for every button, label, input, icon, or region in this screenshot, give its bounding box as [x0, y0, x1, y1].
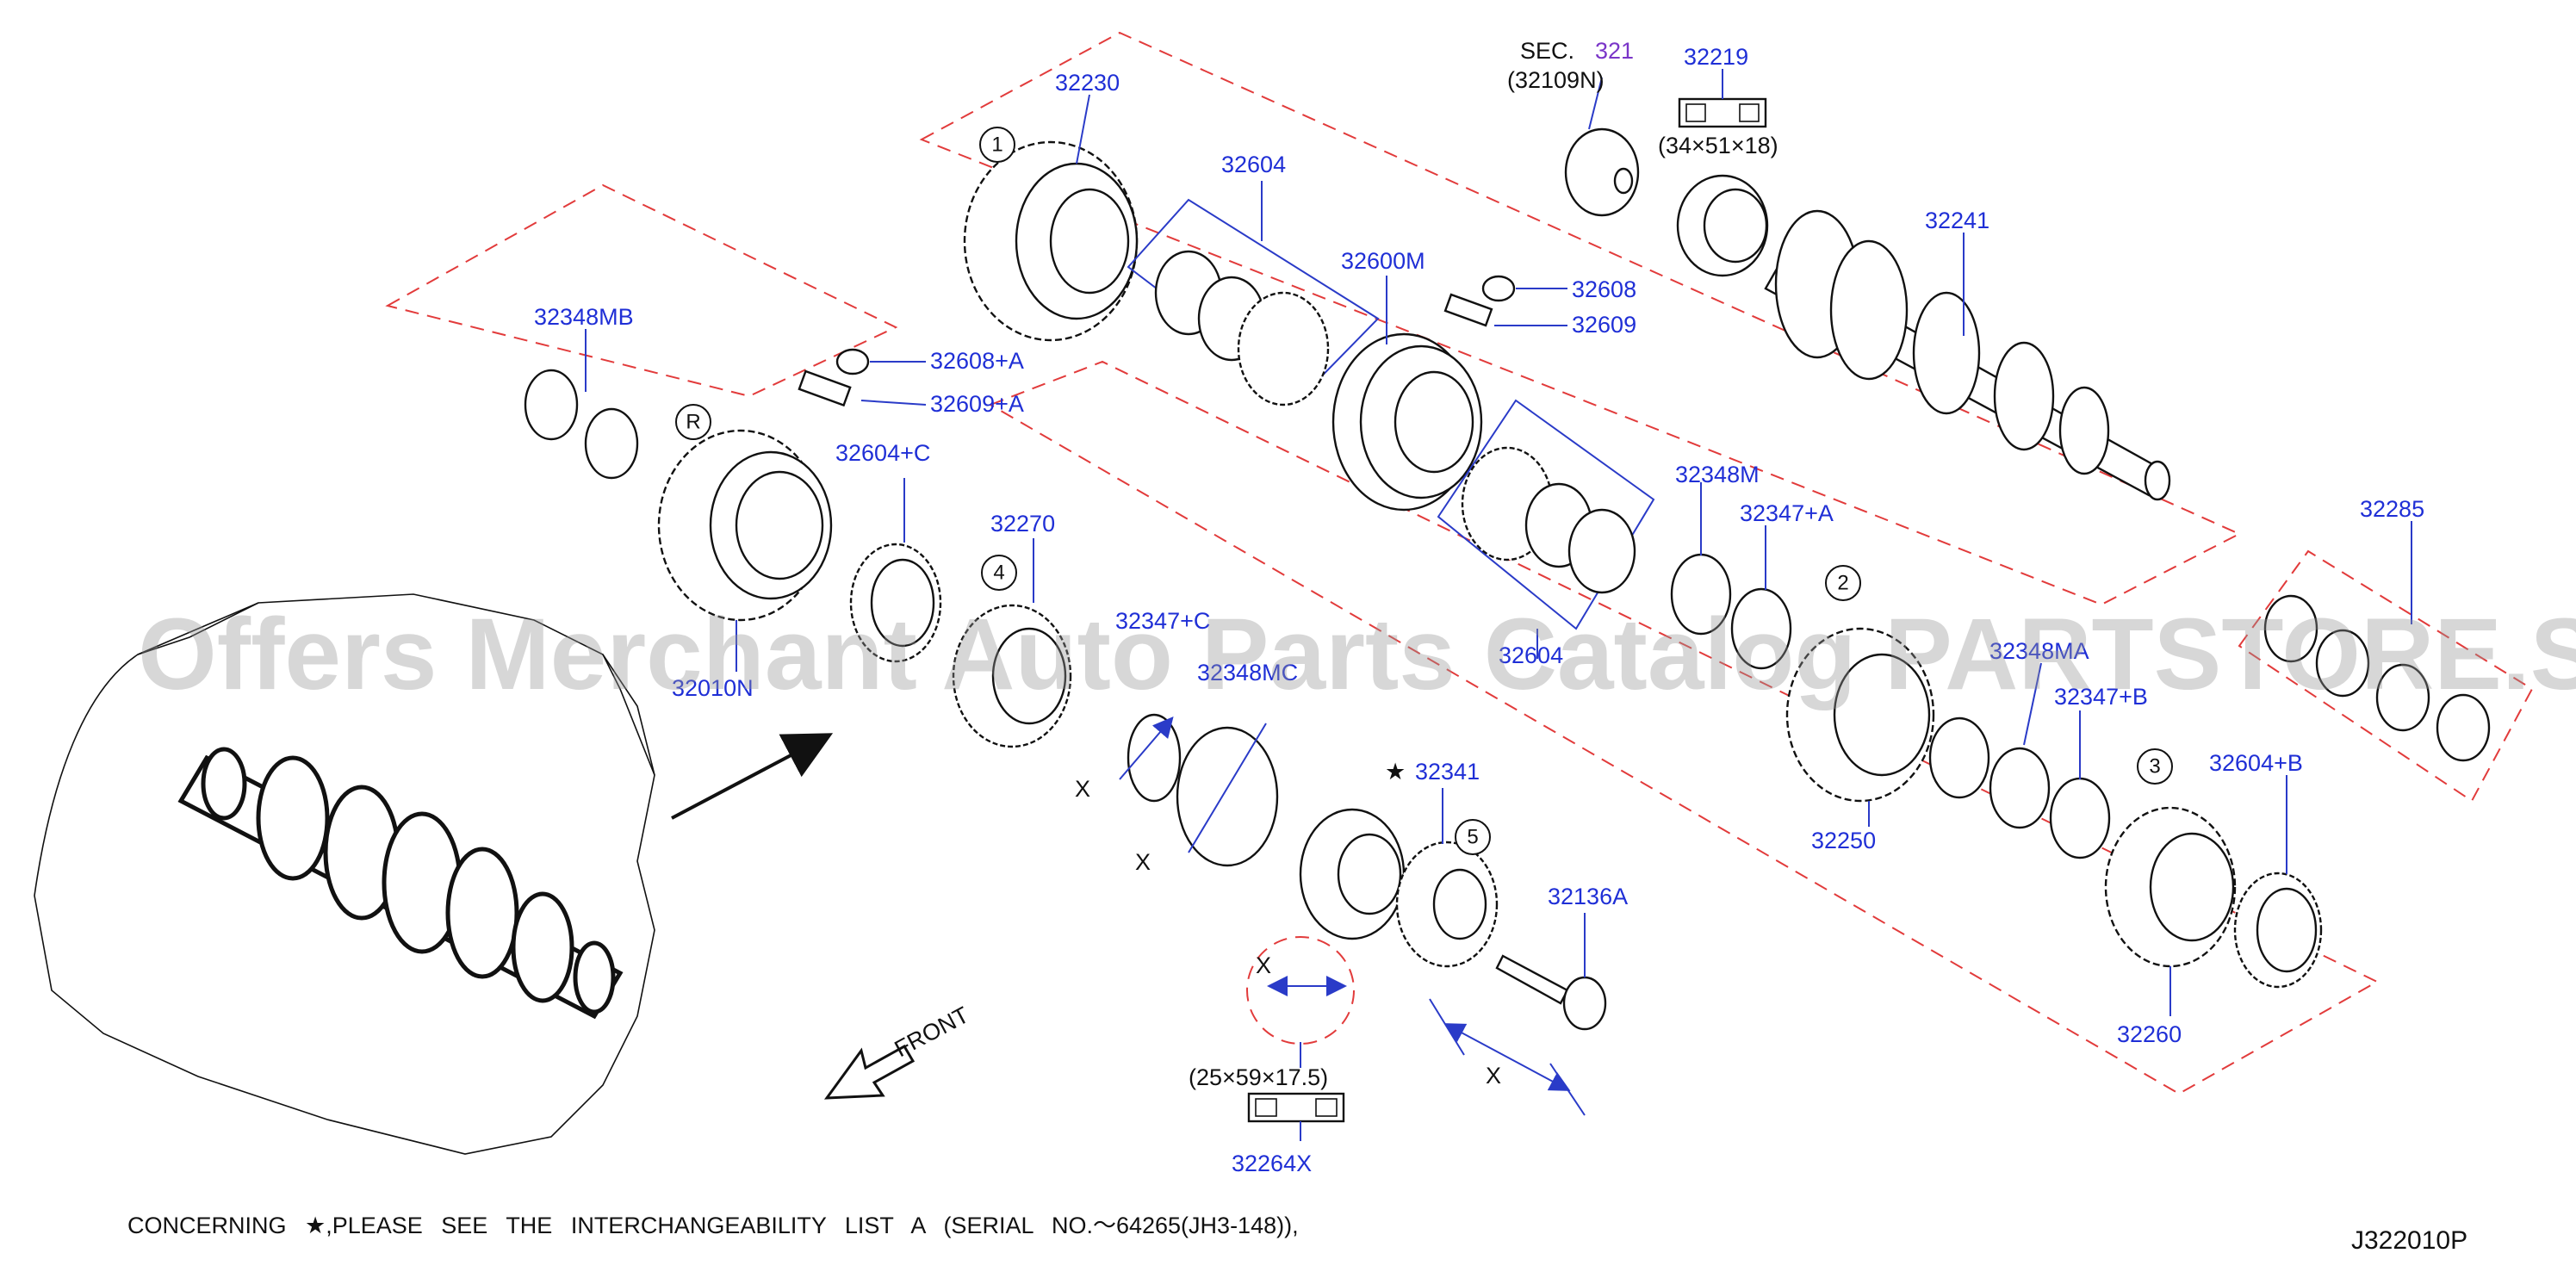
part-label-32219[interactable]: 32219 [1684, 44, 1748, 70]
part-label-32270[interactable]: 32270 [990, 511, 1055, 537]
bearing-32219 [1676, 97, 1769, 277]
transmission-housing-illustration [34, 593, 655, 1155]
part-label-32264X[interactable]: 32264X [1232, 1151, 1312, 1176]
sec-label: SEC. [1520, 38, 1574, 64]
mainshaft-32241 [1764, 209, 2171, 501]
svg-text:4: 4 [993, 561, 1004, 585]
part-label-32609[interactable]: 32609 [1572, 312, 1636, 338]
step-marker-1 [979, 127, 1015, 163]
synchro-ring-32604B [2233, 872, 2323, 989]
sec-sub-part: (32109N) [1507, 67, 1605, 93]
x-marker-2: X [1135, 849, 1151, 875]
x-marker-3: X [1256, 952, 1271, 978]
part-label-32604C[interactable]: 32604+C [835, 440, 930, 466]
snap-ring-32348MB [524, 369, 639, 480]
gear-32230 [963, 140, 1139, 342]
pointer-arrow [671, 733, 834, 820]
snap-ring-set-32285 [2263, 594, 2491, 762]
part-label-32348MC[interactable]: 32348MC [1197, 660, 1298, 686]
part-label-32341[interactable]: 32341 [1415, 759, 1480, 785]
part-label-32600M[interactable]: 32600M [1341, 248, 1425, 274]
part-labels: 32230 32604 32600M 32608 32609 32219 322… [534, 44, 2424, 1176]
part-label-32604-upper[interactable]: 32604 [1221, 152, 1286, 177]
svg-text:3: 3 [2149, 755, 2160, 779]
x-marker-1: X [1075, 776, 1090, 802]
group-outline-snaprings [2238, 549, 2534, 803]
spring-and-insert-32608-32609 [1443, 275, 1516, 327]
part-label-32241[interactable]: 32241 [1925, 208, 1989, 233]
part-label-32347A[interactable]: 32347+A [1740, 500, 1834, 526]
gear-32250 [1785, 627, 1935, 803]
dimension-32219: (34×51×18) [1658, 133, 1778, 158]
sec-number[interactable]: 321 [1595, 38, 1634, 64]
thrust-washer-32347B [2049, 777, 2111, 859]
group-outline-lower [988, 360, 2380, 1095]
gear-32270 [952, 604, 1072, 748]
bearing-32264X [1246, 808, 1406, 1123]
part-label-32608[interactable]: 32608 [1572, 276, 1636, 302]
svg-text:2: 2 [1837, 572, 1848, 595]
diagram-code: J322010P [2351, 1226, 2467, 1255]
part-label-32260[interactable]: 32260 [2117, 1021, 2182, 1047]
group-outline-reverse [385, 183, 898, 398]
part-label-32347C[interactable]: 32347+C [1115, 608, 1210, 634]
step-marker-3 [2137, 748, 2173, 785]
thrust-washer-32347A [1730, 587, 1792, 670]
sleeve-32600M [1331, 332, 1483, 512]
part-label-32347B[interactable]: 32347+B [2054, 684, 2148, 710]
part-label-32609A[interactable]: 32609+A [930, 391, 1024, 417]
shaft-assembly-silhouette [177, 747, 624, 1020]
gear-32260 [2104, 806, 2237, 968]
step-marker-2 [1825, 565, 1861, 601]
oil-seal-sec321 [1564, 127, 1640, 217]
part-label-32348MB[interactable]: 32348MB [534, 304, 634, 330]
synchro-ring-32604C [849, 543, 942, 663]
gear-32341 [1395, 841, 1499, 968]
bolt-32136A [1495, 954, 1607, 1031]
x-marker-4: X [1486, 1063, 1501, 1089]
svg-text:5: 5 [1467, 826, 1478, 849]
part-label-32136A[interactable]: 32136A [1548, 884, 1628, 909]
part-label-32348M[interactable]: 32348M [1675, 462, 1760, 487]
footnote: CONCERNING ★,PLEASE SEE THE INTERCHANGEA… [127, 1213, 1299, 1238]
reverse-gear-32010N [657, 429, 833, 622]
part-label-32250[interactable]: 32250 [1811, 828, 1876, 853]
part-label-32604B[interactable]: 32604+B [2209, 750, 2303, 776]
part-label-32348MA[interactable]: 32348MA [1989, 638, 2089, 664]
step-marker-r [675, 404, 711, 440]
front-indicator: FRONT [823, 1002, 973, 1100]
svg-text:R: R [686, 411, 700, 434]
dimension-32264X: (25×59×17.5) [1189, 1064, 1328, 1090]
part-label-32010N[interactable]: 32010N [672, 675, 754, 701]
dimension-x-markers [1119, 716, 1586, 1116]
part-label-32285[interactable]: 32285 [2360, 496, 2424, 522]
part-label-32230[interactable]: 32230 [1055, 70, 1120, 96]
star-marker-32341: ★ [1385, 759, 1406, 785]
thrust-washer-32347C [1127, 713, 1182, 803]
synchro-ring-set-32604-lower [1437, 399, 1655, 630]
leader-lines [585, 69, 2412, 1141]
svg-text:1: 1 [991, 133, 1002, 157]
step-marker-5 [1455, 819, 1491, 855]
spring-and-insert-32608A-32609A [798, 348, 870, 407]
watermark: Offers Merchant Auto Parts Catalog PARTS… [138, 598, 2576, 711]
part-label-32608A[interactable]: 32608+A [930, 348, 1024, 374]
step-marker-4 [981, 555, 1017, 591]
synchro-ring-set-32604 [1127, 198, 1380, 406]
part-label-32604-lower[interactable]: 32604 [1499, 642, 1563, 668]
section-reference: SEC. 321 (32109N) [1507, 38, 1634, 93]
front-label: FRONT [891, 1002, 973, 1062]
step-markers: 1 2 3 4 5 R [675, 127, 2173, 855]
snap-ring-32348MA [1928, 717, 2051, 829]
